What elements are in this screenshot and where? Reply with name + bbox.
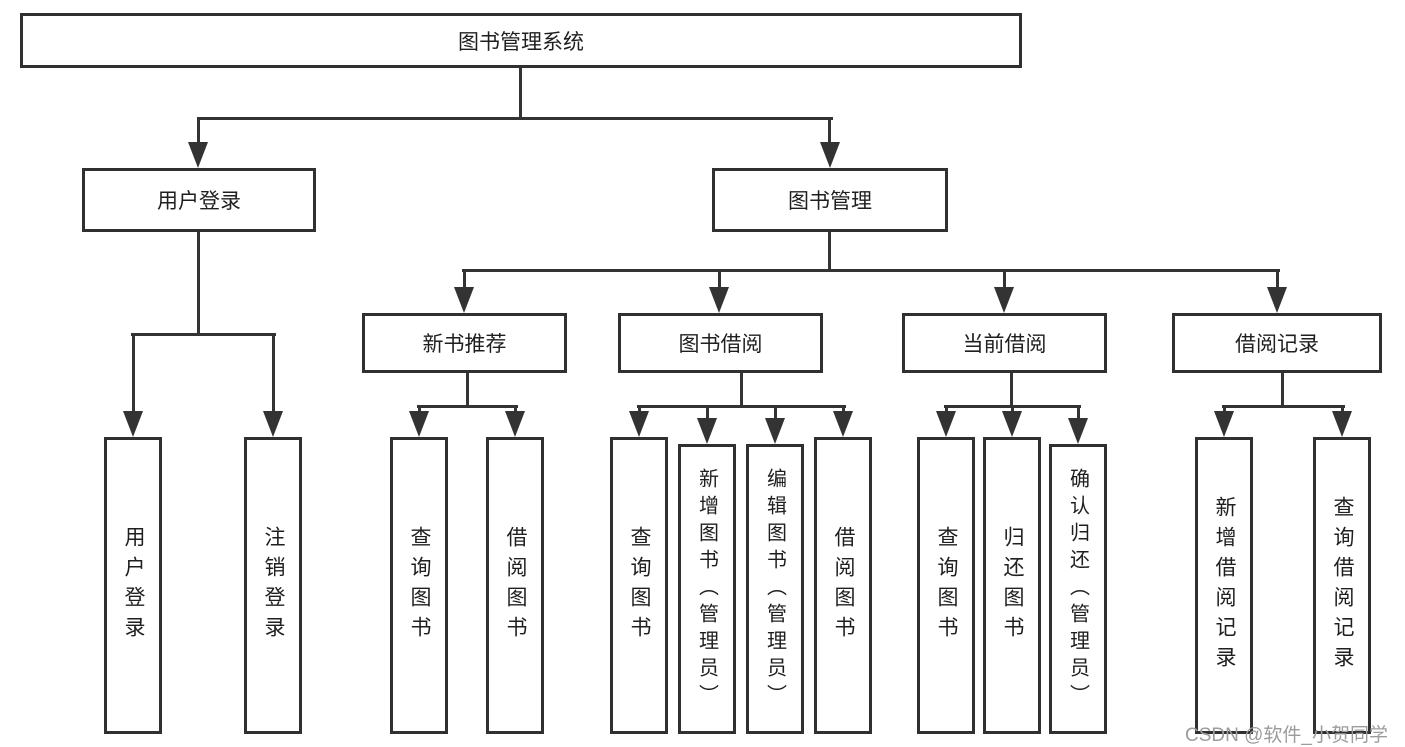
leaf-add-book-admin: 新增图书（管理员） (678, 444, 736, 734)
leaf-query-books-2: 查询图书 (610, 437, 668, 734)
arrow-down-icon (820, 142, 840, 168)
connector-line (418, 405, 421, 413)
leaf-query-borrow-record: 查询借阅记录 (1313, 437, 1371, 734)
connector-line (1281, 373, 1284, 408)
connector-line (945, 405, 948, 413)
connector-line (1010, 373, 1013, 408)
connector-line (1011, 405, 1014, 413)
arrow-down-icon (1267, 287, 1287, 313)
leaf-confirm-return-admin: 确认归还（管理员） (1049, 444, 1107, 734)
connector-line (638, 405, 641, 413)
node-current-borrow: 当前借阅 (902, 313, 1107, 373)
arrow-down-icon (188, 142, 208, 168)
connector-line (1276, 269, 1279, 289)
leaf-query-books-3: 查询图书 (917, 437, 975, 734)
node-book-borrow: 图书借阅 (618, 313, 823, 373)
arrow-down-icon (263, 411, 283, 437)
node-root: 图书管理系统 (20, 13, 1022, 68)
connector-line (828, 117, 831, 145)
connector-line (637, 405, 846, 408)
connector-line (463, 269, 466, 289)
connector-line (519, 68, 522, 118)
arrow-down-icon (409, 411, 429, 437)
leaf-add-borrow-record: 新增借阅记录 (1195, 437, 1253, 734)
connector-line (706, 405, 709, 420)
connector-line (132, 333, 135, 413)
connector-line (514, 405, 517, 413)
connector-line (197, 117, 833, 120)
leaf-return-books: 归还图书 (983, 437, 1041, 734)
connector-line (272, 333, 275, 413)
arrow-down-icon (1068, 418, 1088, 444)
arrow-down-icon (936, 411, 956, 437)
connector-line (197, 232, 200, 335)
connector-line (417, 405, 518, 408)
arrow-down-icon (629, 411, 649, 437)
arrow-down-icon (709, 287, 729, 313)
leaf-borrow-books-1: 借阅图书 (486, 437, 544, 734)
connector-line (718, 269, 721, 289)
connector-line (131, 333, 276, 336)
connector-line (1223, 405, 1226, 413)
node-book-management: 图书管理 (712, 168, 948, 232)
arrow-down-icon (1332, 411, 1352, 437)
csdn-watermark: CSDN @软件_小贺同学 (1185, 725, 1388, 746)
arrow-down-icon (1002, 411, 1022, 437)
arrow-down-icon (454, 287, 474, 313)
leaf-query-books-1: 查询图书 (390, 437, 448, 734)
connector-line (1341, 405, 1344, 413)
connector-line (466, 373, 469, 408)
node-new-book-recommend: 新书推荐 (362, 313, 567, 373)
connector-line (828, 232, 831, 271)
connector-line (740, 373, 743, 408)
connector-line (1003, 269, 1006, 289)
arrow-down-icon (123, 411, 143, 437)
arrow-down-icon (697, 418, 717, 444)
connector-line (842, 405, 845, 413)
node-borrow-records: 借阅记录 (1172, 313, 1382, 373)
arrow-down-icon (765, 418, 785, 444)
leaf-logout: 注销登录 (244, 437, 302, 734)
connector-line (197, 117, 200, 145)
arrow-down-icon (994, 287, 1014, 313)
node-user-login: 用户登录 (82, 168, 316, 232)
connector-line (1077, 405, 1080, 420)
leaf-user-login: 用户登录 (104, 437, 162, 734)
leaf-edit-book-admin: 编辑图书（管理员） (746, 444, 804, 734)
connector-line (1222, 405, 1345, 408)
connector-line (774, 405, 777, 420)
arrow-down-icon (1214, 411, 1234, 437)
arrow-down-icon (505, 411, 525, 437)
leaf-borrow-books-2: 借阅图书 (814, 437, 872, 734)
connector-line (462, 269, 1280, 272)
arrow-down-icon (833, 411, 853, 437)
